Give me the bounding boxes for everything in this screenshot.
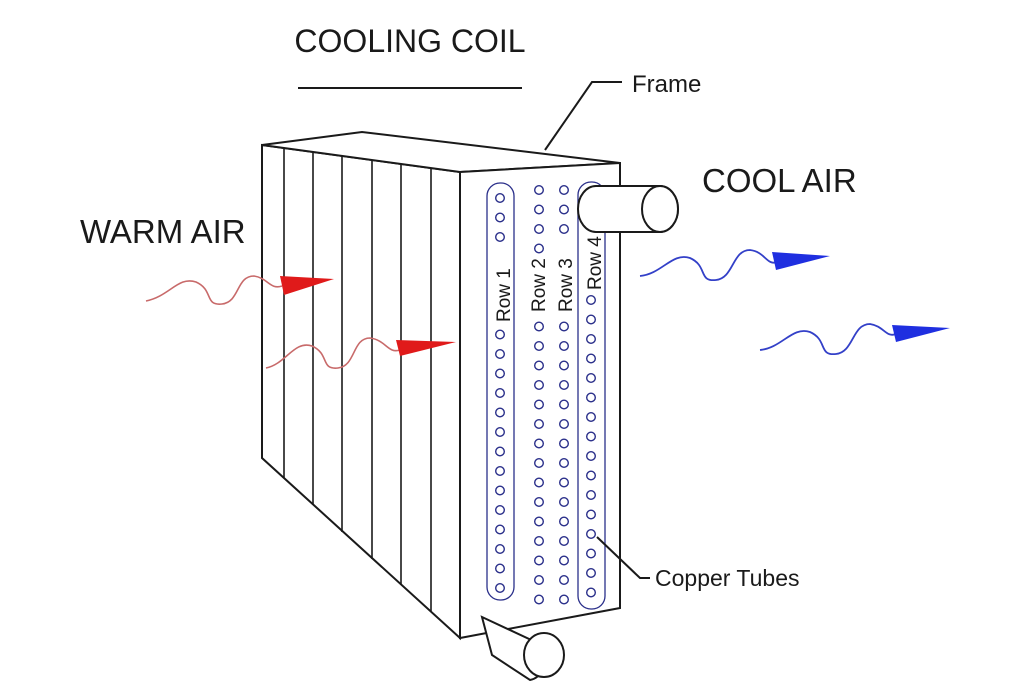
tube-hole-row-1 — [495, 192, 506, 203]
cool-air-label: COOL AIR — [702, 162, 857, 199]
tube-hole-row-4 — [586, 509, 597, 520]
tube-hole-row-4 — [586, 470, 597, 481]
tube-hole-row-1 — [495, 505, 506, 516]
tube-hole-row-2 — [534, 555, 545, 566]
tube-hole-row-1 — [495, 349, 506, 360]
tube-hole-row-2 — [534, 380, 545, 391]
tube-hole-row-2 — [534, 536, 545, 547]
tube-hole-row-2 — [534, 360, 545, 371]
tube-hole-row-3 — [559, 204, 570, 215]
tube-hole-row-4 — [586, 392, 597, 403]
tube-hole-row-2 — [534, 419, 545, 430]
tube-hole-row-2 — [534, 184, 545, 195]
inlet-pipe — [480, 615, 565, 682]
tube-hole-row-3 — [559, 516, 570, 527]
tube-hole-row-4 — [586, 587, 597, 598]
tube-hole-row-3 — [559, 380, 570, 391]
tube-hole-row-4 — [586, 353, 597, 364]
tube-hole-row-1 — [495, 466, 506, 477]
tube-hole-row-3 — [559, 321, 570, 332]
tube-hole-row-4 — [586, 431, 597, 442]
tube-hole-row-3 — [559, 184, 570, 195]
tube-hole-row-3 — [559, 555, 570, 566]
frame-label: Frame — [632, 71, 701, 98]
warm-air-arrow-upper — [280, 276, 334, 295]
outlet-pipe — [577, 185, 679, 233]
warm-air-label: WARM AIR — [80, 213, 246, 250]
warm-air-wave-upper — [145, 275, 283, 305]
cool-air-wave-lower — [759, 323, 897, 355]
tube-hole-row-4 — [586, 373, 597, 384]
warm-air-wave-lower — [265, 337, 401, 369]
tube-hole-row-3 — [559, 419, 570, 430]
tube-hole-row-2 — [534, 477, 545, 488]
tube-hole-row-1 — [495, 583, 506, 594]
copper-tubes-leader-line — [596, 536, 650, 579]
row-bands — [486, 181, 606, 610]
tube-hole-row-3 — [559, 497, 570, 508]
copper-tube-holes — [495, 184, 597, 605]
tube-hole-row-1 — [495, 563, 506, 574]
tube-hole-row-4 — [586, 295, 597, 306]
cool-air-arrow-lower — [892, 325, 950, 342]
tube-hole-row-1 — [495, 446, 506, 457]
tube-hole-row-4 — [586, 568, 597, 579]
tube-hole-row-4 — [586, 548, 597, 559]
tube-hole-row-1 — [495, 544, 506, 555]
row-label-4: Row 4 — [585, 236, 606, 290]
tube-hole-row-3 — [559, 575, 570, 586]
tube-hole-row-2 — [534, 321, 545, 332]
tube-hole-row-4 — [586, 334, 597, 345]
tube-hole-row-2 — [534, 575, 545, 586]
cool-air-wave-upper — [639, 249, 779, 281]
tube-hole-row-2 — [534, 243, 545, 254]
tube-hole-row-3 — [559, 341, 570, 352]
cool-air-arrow-upper — [772, 252, 830, 270]
tube-hole-row-2 — [534, 341, 545, 352]
copper-tubes-label: Copper Tubes — [655, 565, 799, 591]
row-label-2: Row 2 — [529, 258, 550, 312]
tube-hole-row-3 — [559, 594, 570, 605]
tube-hole-row-2 — [534, 204, 545, 215]
tube-hole-row-2 — [534, 497, 545, 508]
tube-hole-row-1 — [495, 485, 506, 496]
tube-hole-row-4 — [586, 529, 597, 540]
tube-hole-row-3 — [559, 399, 570, 410]
frame-leader-line — [544, 81, 622, 151]
tube-hole-row-1 — [495, 329, 506, 340]
tube-hole-row-2 — [534, 223, 545, 234]
tube-hole-row-1 — [495, 368, 506, 379]
tube-hole-row-3 — [559, 360, 570, 371]
tube-hole-row-1 — [495, 212, 506, 223]
tube-hole-row-2 — [534, 399, 545, 410]
tube-hole-row-3 — [559, 458, 570, 469]
tube-hole-row-2 — [534, 438, 545, 449]
tube-hole-row-4 — [586, 314, 597, 325]
tube-hole-row-4 — [586, 451, 597, 462]
tube-hole-row-1 — [495, 231, 506, 242]
tube-hole-row-1 — [495, 388, 506, 399]
tube-hole-row-2 — [534, 594, 545, 605]
tube-hole-row-3 — [559, 438, 570, 449]
fin-lines — [283, 149, 432, 611]
tube-hole-row-3 — [559, 223, 570, 234]
row-label-1: Row 1 — [494, 268, 515, 322]
tube-hole-row-2 — [534, 516, 545, 527]
row-label-3: Row 3 — [556, 258, 577, 312]
diagram-title: COOLING COIL — [294, 23, 525, 59]
tube-hole-row-4 — [586, 490, 597, 501]
warm-air-arrow-lower — [396, 340, 456, 356]
tube-hole-row-1 — [495, 427, 506, 438]
tube-hole-row-4 — [586, 412, 597, 423]
tube-hole-row-3 — [559, 477, 570, 488]
tube-hole-row-1 — [495, 407, 506, 418]
tube-hole-row-2 — [534, 458, 545, 469]
tube-hole-row-1 — [495, 524, 506, 535]
tube-hole-row-3 — [559, 536, 570, 547]
